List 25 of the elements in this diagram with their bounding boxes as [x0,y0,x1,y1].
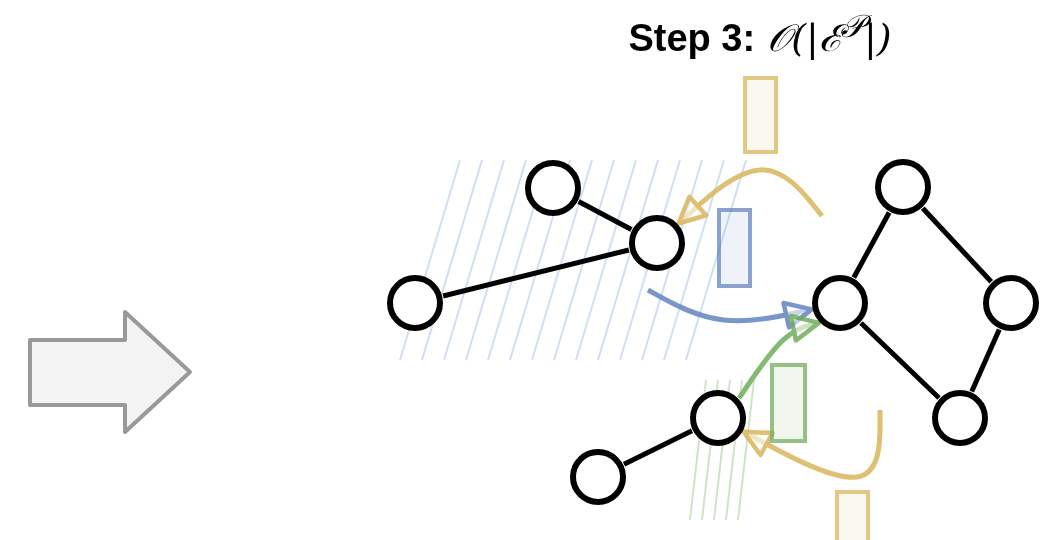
title: Step 3: 𝒪(|ℰ$^{𝒫}$|) [627,8,893,61]
curved-arrow [676,167,824,226]
curved-arrow [737,313,822,400]
edge-line [622,428,694,467]
edge-line [859,321,941,400]
graph-node [983,275,1039,331]
graph-node [690,390,746,446]
graph-node [875,159,931,215]
graph-node [932,390,988,446]
message-bar [835,490,870,540]
message-bar [743,76,778,154]
graph-node [525,160,581,216]
graph-node [570,449,626,505]
edge-line [969,328,1002,393]
graph-node [387,275,443,331]
graph-node [629,215,685,271]
message-bar [770,363,807,443]
edge-line [442,247,630,299]
message-bar [717,208,752,288]
edge-line [577,199,633,232]
curved-arrow [646,287,814,330]
graph-node [812,275,868,331]
curved-arrow [741,410,883,480]
edge-line [851,211,892,279]
edge-line [920,206,994,284]
